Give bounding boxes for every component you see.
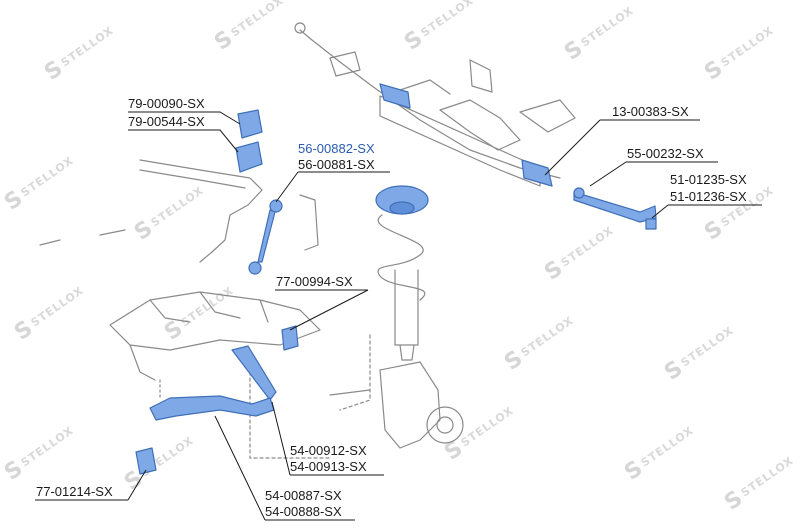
- callout-54-00913: 54-00913-SX: [290, 459, 367, 474]
- rack-boot-left: [379, 83, 411, 109]
- callout-79-00544: 79-00544-SX: [128, 114, 205, 129]
- callout-77-01214: 77-01214-SX: [36, 484, 113, 499]
- callout-56-00882: 56-00882-SX: [298, 141, 375, 156]
- inner-tie-rod-joint: [573, 187, 585, 199]
- callout-51-01235: 51-01235-SX: [670, 172, 747, 187]
- control-arm-bushing-upper: [281, 325, 299, 351]
- strut-assembly: [375, 199, 429, 361]
- upper-control-arm: [231, 345, 277, 401]
- wheel-hub: [329, 361, 464, 449]
- callout-54-00888: 54-00888-SX: [265, 504, 342, 519]
- callout-79-00090: 79-00090-SX: [128, 96, 205, 111]
- callout-54-00912: 54-00912-SX: [290, 443, 367, 458]
- callout-55-00232: 55-00232-SX: [627, 146, 704, 161]
- rack-boot-right: [521, 159, 553, 187]
- tie-rod: [573, 191, 657, 223]
- stabilizer-link: [248, 199, 283, 275]
- strut-mount-core: [389, 201, 415, 215]
- lower-control-arm: [149, 395, 275, 421]
- callout-77-00994: 77-00994-SX: [276, 274, 353, 289]
- leader-lines: [35, 111, 762, 521]
- callout-51-01236: 51-01236-SX: [670, 189, 747, 204]
- tie-rod-end: [645, 218, 657, 230]
- control-arm-bushing-lower: [135, 447, 157, 475]
- stabilizer-bushing-upper: [237, 109, 263, 139]
- subframe: [109, 291, 321, 381]
- stabilizer-bushing-lower: [235, 141, 263, 173]
- callout-56-00881: 56-00881-SX: [298, 157, 375, 172]
- callout-13-00383: 13-00383-SX: [612, 104, 689, 119]
- highlighted-parts: [135, 83, 657, 475]
- stabilizer-bar: [139, 159, 263, 263]
- callout-54-00887: 54-00887-SX: [265, 488, 342, 503]
